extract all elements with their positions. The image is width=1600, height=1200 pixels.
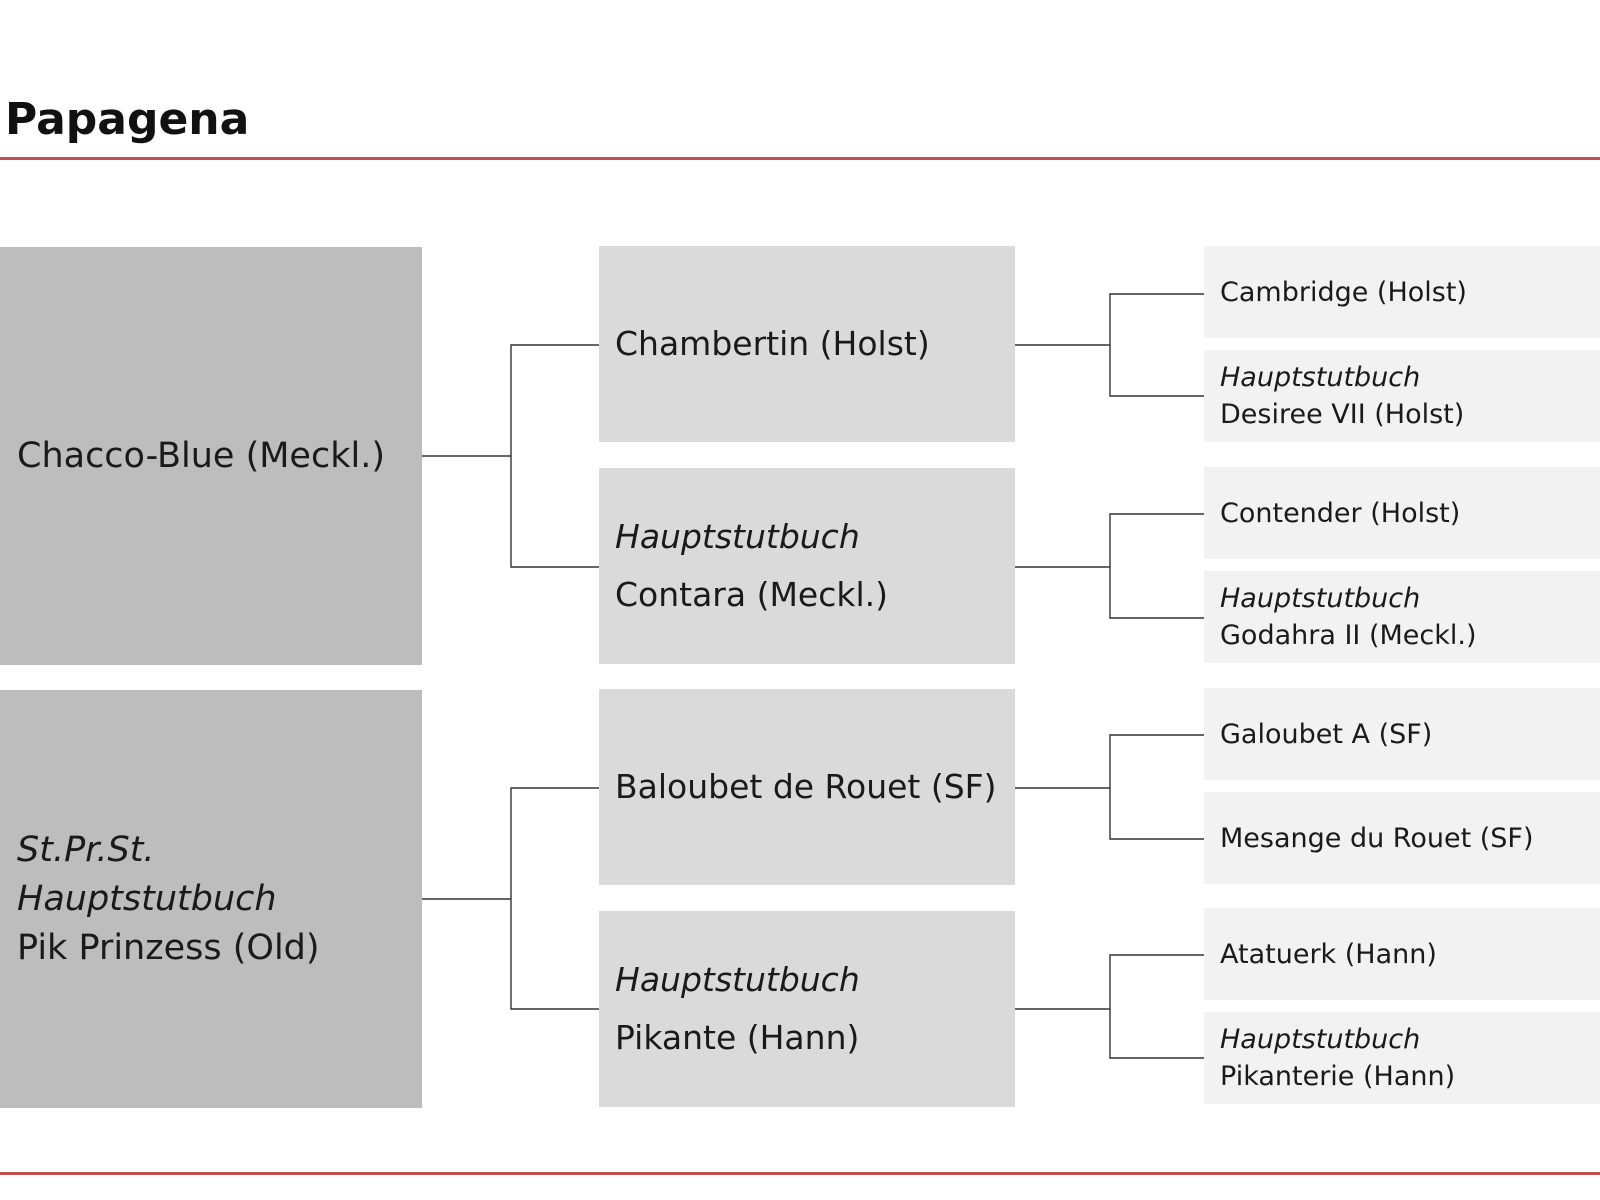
sire-name: Chacco-Blue (Meckl.) xyxy=(17,435,385,476)
connector-dam-dam xyxy=(1015,954,1204,1059)
dam-name: Pik Prinzess (Old) xyxy=(17,927,320,968)
footer-divider xyxy=(0,1172,1600,1175)
sire-dam-title: Hauptstutbuch xyxy=(615,517,860,556)
dss-box: Galoubet A (SF) xyxy=(1204,688,1600,780)
dam-dam-name: Pikante (Hann) xyxy=(615,1018,860,1057)
dam-title: St.Pr.St. Hauptstutbuch xyxy=(17,829,277,919)
ddd-title: Hauptstutbuch xyxy=(1220,1024,1421,1055)
sire-sire-name: Chambertin (Holst) xyxy=(615,324,930,363)
ddd-name: Pikanterie (Hann) xyxy=(1220,1061,1456,1092)
ssd-title: Hauptstutbuch xyxy=(1220,362,1421,393)
sds-box: Contender (Holst) xyxy=(1204,467,1600,559)
connector-dam xyxy=(422,787,599,1010)
dam-dam-title: Hauptstutbuch xyxy=(615,960,860,999)
dds-name: Atatuerk (Hann) xyxy=(1220,938,1437,970)
sdd-name: Godahra II (Meckl.) xyxy=(1220,620,1477,651)
connector-sire-sire xyxy=(1015,293,1204,397)
dss-name: Galoubet A (SF) xyxy=(1220,718,1433,750)
sire-dam-box: Hauptstutbuch Contara (Meckl.) xyxy=(599,468,1015,664)
dam-sire-name: Baloubet de Rouet (SF) xyxy=(615,767,997,806)
sdd-title: Hauptstutbuch xyxy=(1220,583,1421,614)
sire-sire-box: Chambertin (Holst) xyxy=(599,246,1015,442)
ssd-name: Desiree VII (Holst) xyxy=(1220,399,1465,430)
page-title: Papagena xyxy=(5,94,250,145)
dsd-name: Mesange du Rouet (SF) xyxy=(1220,822,1534,854)
sss-box: Cambridge (Holst) xyxy=(1204,246,1600,338)
title-divider xyxy=(0,157,1600,160)
dsd-box: Mesange du Rouet (SF) xyxy=(1204,792,1600,884)
sss-name: Cambridge (Holst) xyxy=(1220,276,1467,308)
ssd-box: Hauptstutbuch Desiree VII (Holst) xyxy=(1204,350,1600,442)
dam-box: St.Pr.St. Hauptstutbuch Pik Prinzess (Ol… xyxy=(0,690,422,1108)
sire-box: Chacco-Blue (Meckl.) xyxy=(0,247,422,665)
connector-sire xyxy=(422,344,599,568)
dds-box: Atatuerk (Hann) xyxy=(1204,908,1600,1000)
connector-dam-sire xyxy=(1015,734,1204,840)
ddd-box: Hauptstutbuch Pikanterie (Hann) xyxy=(1204,1012,1600,1104)
sdd-box: Hauptstutbuch Godahra II (Meckl.) xyxy=(1204,571,1600,663)
connector-sire-dam xyxy=(1015,513,1204,619)
sire-dam-name: Contara (Meckl.) xyxy=(615,575,889,614)
dam-sire-box: Baloubet de Rouet (SF) xyxy=(599,689,1015,885)
sds-name: Contender (Holst) xyxy=(1220,497,1461,529)
dam-dam-box: Hauptstutbuch Pikante (Hann) xyxy=(599,911,1015,1107)
